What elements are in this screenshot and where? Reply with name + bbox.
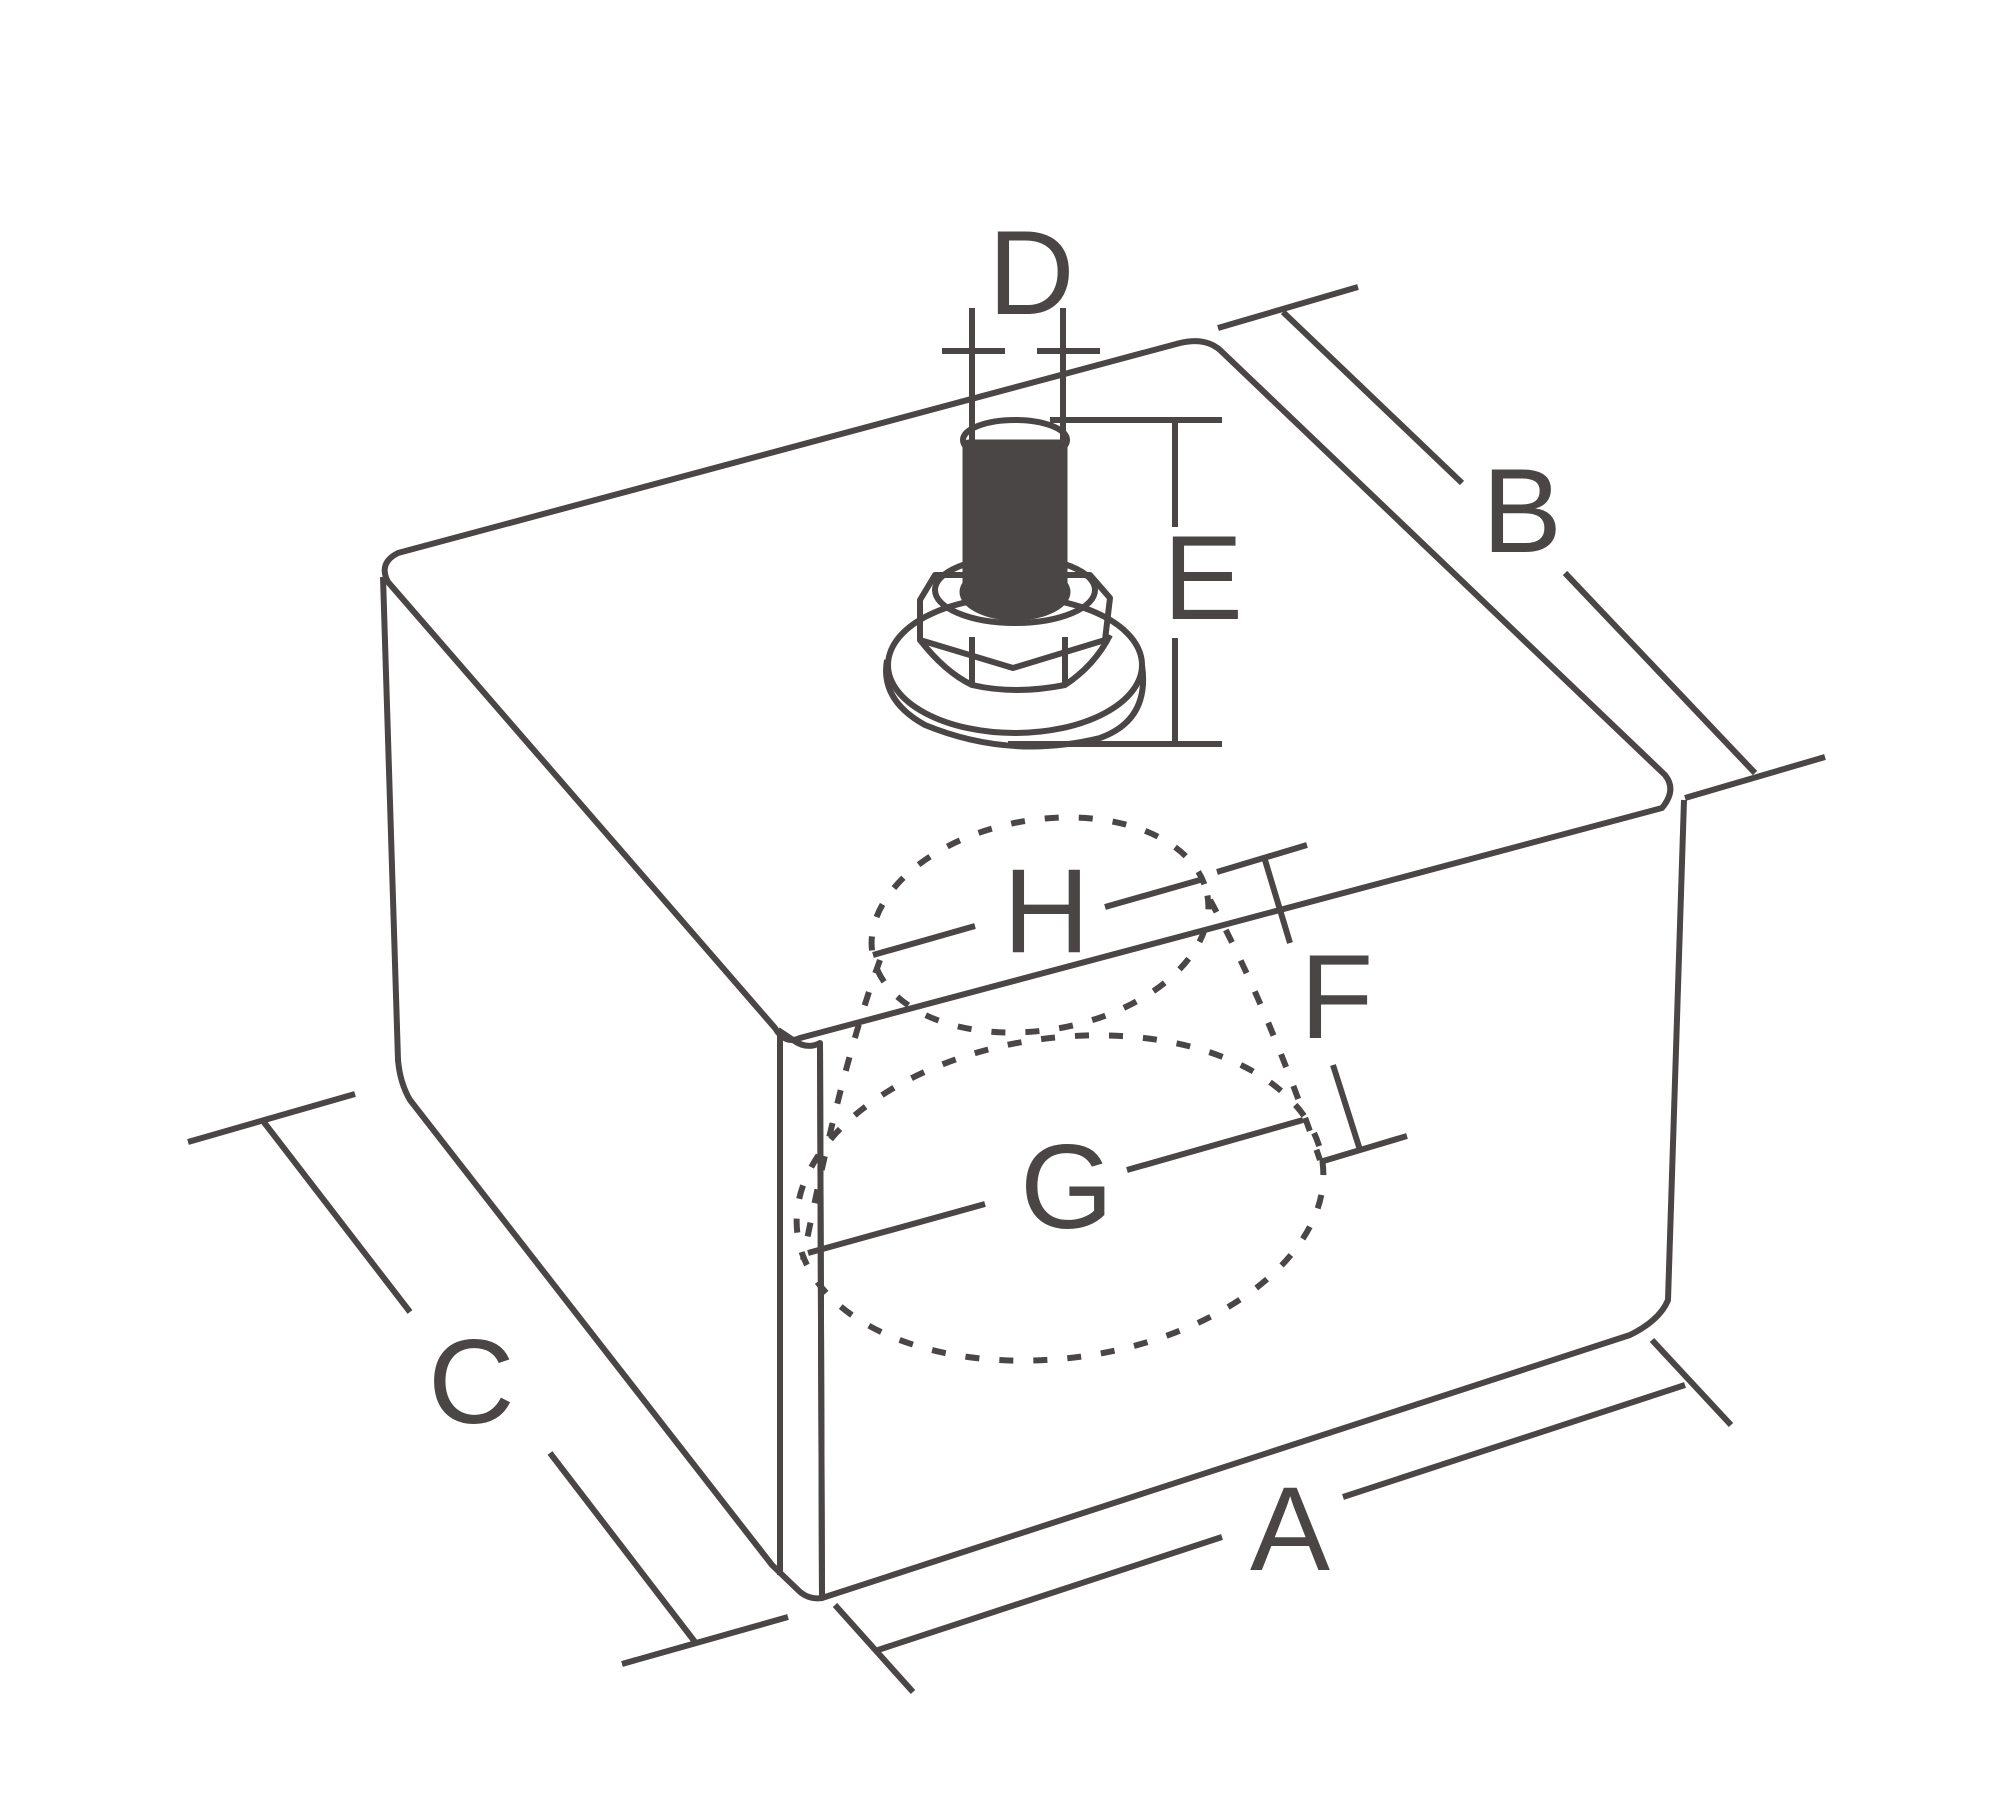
dim-f-line-top	[1262, 859, 1293, 944]
label-g: G	[1020, 1120, 1113, 1254]
dim-b-ext-top	[1217, 284, 1359, 331]
front-face	[817, 799, 1687, 1601]
hex-nut	[917, 572, 1113, 671]
recess-side-right	[1207, 898, 1323, 1161]
dim-c-ext-top	[187, 1091, 356, 1145]
stud-bottom	[959, 563, 1071, 621]
label-f: F	[1300, 930, 1373, 1064]
stud-top	[960, 417, 1070, 463]
dim-c-line-bottom	[547, 1451, 698, 1644]
dim-g-line-right	[1126, 1117, 1304, 1173]
label-a: A	[1250, 1462, 1330, 1596]
dim-b-line-bottom	[1562, 570, 1758, 776]
dim-g-line-left	[807, 1201, 986, 1256]
dimension-labels: A B C D E F G H	[428, 206, 1562, 1596]
label-b: B	[1482, 444, 1562, 578]
dim-b-ext-bottom	[1684, 754, 1826, 801]
dim-h-line-right	[1104, 877, 1201, 910]
label-h: H	[1003, 844, 1090, 978]
label-e: E	[1163, 511, 1243, 645]
dim-f-ext-bottom	[1319, 1133, 1408, 1165]
hex-nut-bottom	[917, 633, 1113, 693]
dim-b-line-top	[1280, 309, 1465, 486]
dim-f-ext-top	[1216, 842, 1308, 875]
bolt-assembly	[883, 417, 1146, 750]
left-face	[380, 576, 825, 1602]
dim-c-ext-bottom	[621, 1614, 789, 1667]
dimension-lines	[187, 284, 1826, 1695]
dim-h-line-left	[872, 923, 976, 958]
hole-h-dotted	[868, 814, 1212, 1036]
dim-a-ext-left	[832, 1602, 916, 1695]
label-d: D	[988, 206, 1075, 340]
label-c: C	[428, 1315, 515, 1449]
dim-a-line-right	[1342, 1382, 1686, 1500]
block-body	[380, 338, 1687, 1602]
dim-a-ext-right	[1649, 1337, 1734, 1428]
dim-f-line-bottom	[1330, 1064, 1363, 1151]
dim-a-line-left	[877, 1534, 1223, 1653]
top-face	[381, 338, 1674, 1043]
dim-c-line-top	[260, 1119, 413, 1314]
recess-side-left	[800, 958, 883, 1261]
